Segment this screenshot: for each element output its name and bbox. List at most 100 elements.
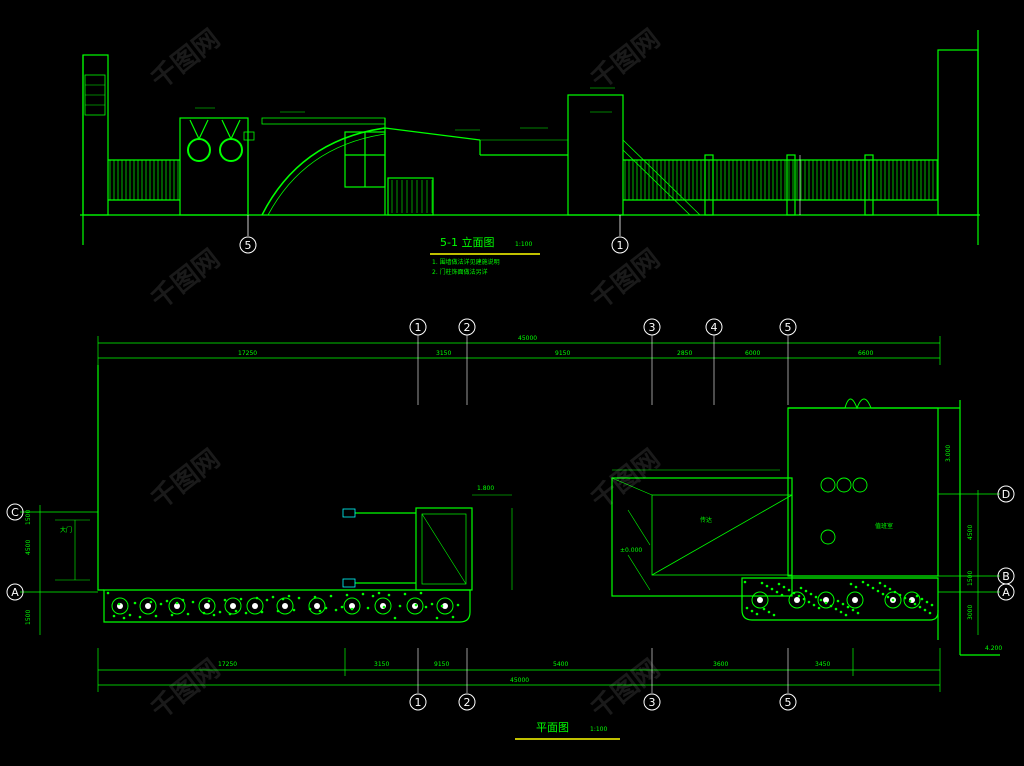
shrub-icon	[111, 597, 129, 615]
axis-label: 1	[415, 321, 422, 334]
dim-text: 17250	[218, 661, 237, 668]
axis-label: 5	[245, 239, 252, 252]
axis-label: 1	[415, 696, 422, 709]
room-note: 传达	[700, 516, 712, 524]
elevation-note: 1. 围墙做法详见建施说明	[432, 258, 500, 266]
elevation-title: 5-1 立面图	[440, 235, 494, 249]
left-fence	[108, 159, 180, 201]
shrub-icon	[374, 597, 392, 615]
dim-text: 1500	[25, 510, 32, 525]
plan-axis-marks-top	[409, 318, 797, 336]
dim-text: 4500	[967, 525, 974, 540]
axis-label: 2	[464, 321, 471, 334]
elevation-tag: 4.200	[985, 645, 1002, 652]
elevation-axis-marks: 5 1	[239, 215, 629, 254]
shrub-icon	[343, 597, 361, 615]
dim-text: 9150	[555, 350, 570, 357]
planter-strip-right	[741, 577, 939, 621]
plan-scale: 1:100	[590, 726, 607, 733]
elevation-title-block: 5-1 立面图 1:100 1. 围墙做法详见建施说明 2. 门柱饰面做法另详	[430, 235, 540, 276]
left-wall-pier	[82, 54, 109, 216]
planter-strip-left	[103, 589, 471, 623]
shrub-icon	[751, 591, 769, 609]
axis-label: 4	[711, 321, 718, 334]
shrub-icon	[198, 597, 216, 615]
dim-text: 3000	[967, 605, 974, 620]
axis-label: A	[11, 586, 19, 599]
watermark-text: 千图网	[146, 444, 226, 516]
dim-total-top: 45000	[518, 335, 537, 342]
axis-label: 3	[649, 321, 656, 334]
watermark-text: 千图网	[586, 24, 666, 96]
shrub-icon	[139, 597, 157, 615]
dim-text: 9150	[434, 661, 449, 668]
dim-text: 3450	[815, 661, 830, 668]
shrub-icon	[276, 597, 294, 615]
watermark-text: 千图网	[146, 24, 226, 96]
dim-text: 3150	[436, 350, 451, 357]
gate-post-left	[179, 117, 249, 216]
decor-ring-icon	[187, 138, 211, 162]
canopy-arc	[261, 127, 386, 216]
plan-title: 平面图	[536, 721, 569, 734]
elevation-tag: 3.000	[945, 445, 952, 462]
dim-text: 1500	[25, 610, 32, 625]
shrub-icon	[788, 591, 806, 609]
axis-label: A	[1002, 586, 1010, 599]
dim-total-bottom: 45000	[510, 677, 529, 684]
decor-ring-icon	[219, 138, 243, 162]
axis-label: 5	[785, 696, 792, 709]
shrub-icon	[436, 597, 454, 615]
plan-title-block: 平面图 1:100	[515, 721, 620, 740]
plan-view	[20, 335, 1000, 693]
shrub-icon	[246, 597, 264, 615]
door-swing-icon	[844, 398, 872, 410]
watermark-text: 千图网	[586, 244, 666, 316]
right-fence	[623, 154, 938, 216]
right-building	[937, 49, 979, 216]
dim-text: 17250	[238, 350, 257, 357]
axis-label: 5	[785, 321, 792, 334]
watermark-text: 千图网	[586, 444, 666, 516]
dim-text: 6600	[858, 350, 873, 357]
shrub-icon	[224, 597, 242, 615]
watermark-text: 千图网	[146, 654, 226, 726]
elevation-scale: 1:100	[515, 241, 532, 248]
elevation-view	[80, 30, 980, 245]
axis-label: 2	[464, 696, 471, 709]
dim-text: 3600	[713, 661, 728, 668]
sliding-gate	[387, 177, 434, 216]
watermark-text: 千图网	[586, 654, 666, 726]
plan-axis-marks-right	[997, 485, 1015, 601]
room-label: 值班室	[875, 522, 893, 530]
shrub-icon	[903, 591, 921, 609]
axis-label: 3	[649, 696, 656, 709]
gate-label: 大门	[60, 526, 72, 534]
shrub-icon	[846, 591, 864, 609]
dim-text: 6000	[745, 350, 760, 357]
dim-text: 5400	[553, 661, 568, 668]
shrub-icon	[817, 591, 835, 609]
dim-text: 3150	[374, 661, 389, 668]
plan-axis-marks-bottom	[409, 693, 797, 711]
shrub-icon	[406, 597, 424, 615]
shrub-icon	[168, 597, 186, 615]
dim-text: 4500	[25, 540, 32, 555]
shrub-icon	[308, 597, 326, 615]
axis-label: B	[1002, 570, 1010, 583]
dimension-texts: 45000 17250 3150 9150 2850 6000 6600 172…	[25, 335, 1002, 684]
guard-house-plan	[415, 507, 473, 591]
elevation-tag: 1.800	[477, 485, 494, 492]
watermark-text: 千图网	[146, 244, 226, 316]
axis-label: 1	[617, 239, 624, 252]
dim-text: 2850	[677, 350, 692, 357]
elevation-note: 2. 门柱饰面做法另详	[432, 268, 488, 276]
axis-label: C	[11, 506, 19, 519]
elevation-tag: ±0.000	[620, 547, 642, 554]
shrub-icon	[884, 591, 902, 609]
axis-label: D	[1002, 488, 1010, 501]
office-room-plan	[787, 407, 939, 577]
watermark-layer: 千图网千图网千图网千图网千图网千图网千图网千图网	[146, 24, 666, 726]
plan-axis-marks-left	[6, 503, 24, 601]
